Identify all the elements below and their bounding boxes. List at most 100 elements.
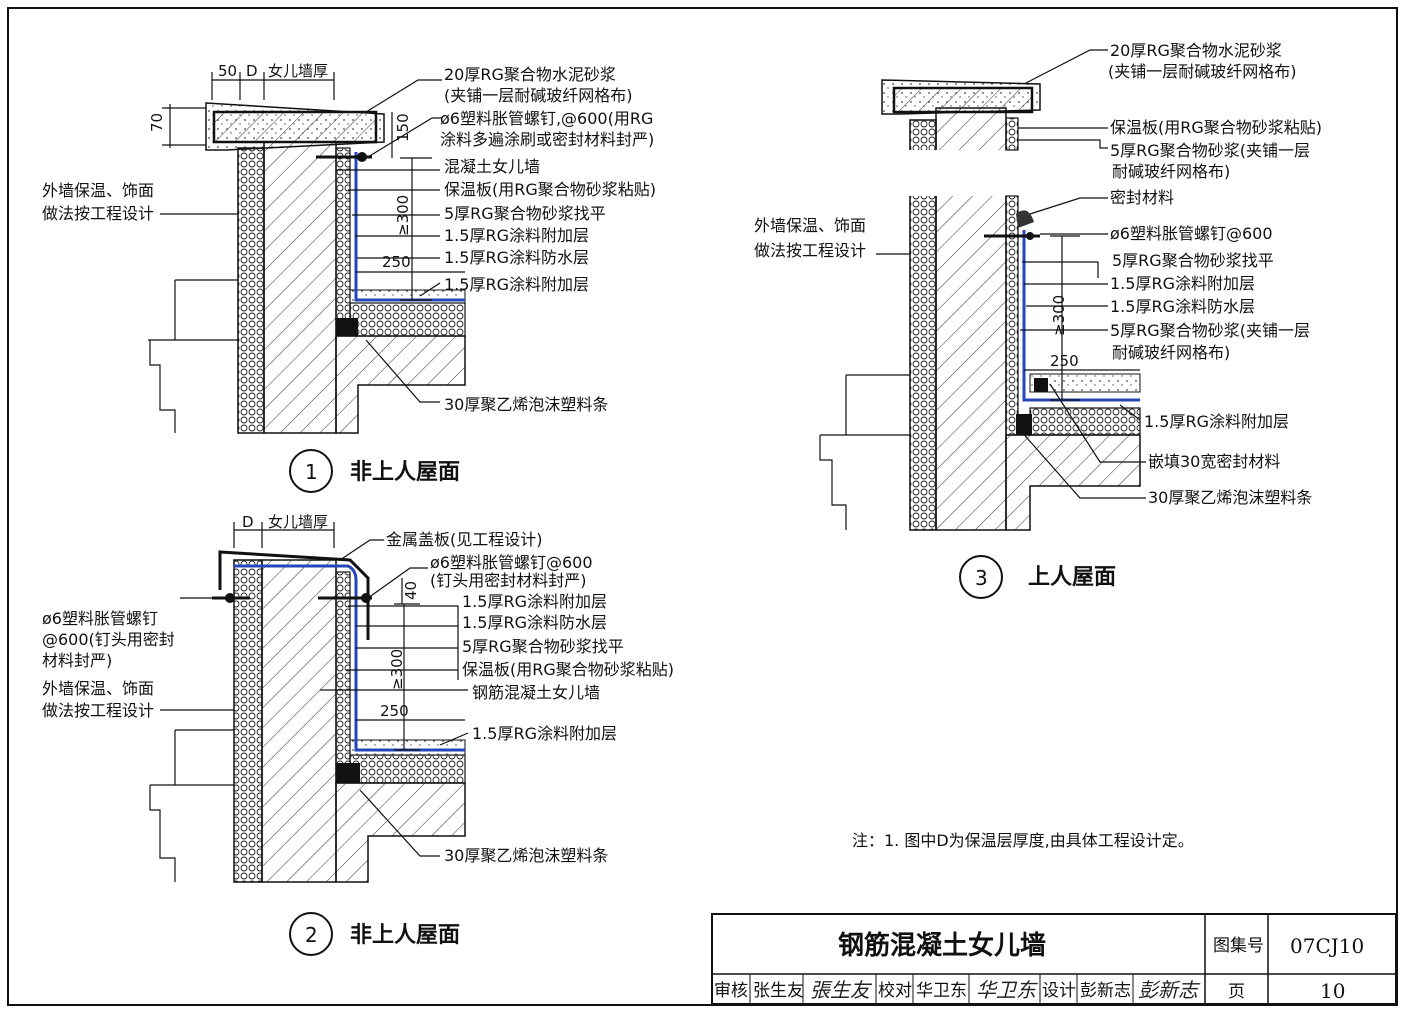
dim-40: 40: [402, 581, 420, 600]
check-label: 校对: [878, 981, 912, 1001]
caption-number-3: 3: [975, 566, 988, 590]
roof-slab: [335, 335, 466, 434]
label-insulation-board: 保温板(用RG聚合物砂浆粘贴): [1110, 118, 1322, 137]
review-label: 审核: [714, 981, 748, 1001]
label-screed-5: 5厚RG聚合物砂浆找平: [462, 637, 624, 656]
dim-D: D: [242, 513, 254, 531]
label-exterior-1: 外墙保温、饰面: [42, 679, 154, 698]
label-mortar-20: 20厚RG聚合物水泥砂浆: [444, 65, 616, 84]
label-screw: ø6塑料胀管螺钉,@600(用RG: [440, 109, 653, 128]
roof-insulation: [349, 754, 466, 784]
insulation-strip: [233, 559, 263, 883]
detail-3: ≥300 250 20厚RG聚合物水泥砂浆 (夹铺一层耐碱玻纤网格布) 保温板(…: [754, 41, 1322, 599]
caption-number-2: 2: [305, 923, 318, 947]
sealant-joint: [1034, 378, 1048, 392]
parapet-wall: [263, 141, 337, 434]
inner-insulation: [335, 571, 351, 784]
label-foam-strip: 30厚聚乙烯泡沫塑料条: [444, 395, 608, 414]
label-screed-5: 5厚RG聚合物砂浆找平: [1112, 251, 1274, 270]
dim-70: 70: [148, 113, 166, 132]
label-waterproof-layer: 1.5厚RG涂料防水层: [462, 613, 607, 632]
label-parapet: 钢筋混凝土女儿墙: [472, 683, 600, 702]
label-mortar-5-mesh-2: 耐碱玻纤网格布): [1112, 162, 1230, 181]
label-insulation-board: 保温板(用RG聚合物砂浆粘贴): [444, 180, 656, 199]
check-name: 华卫东: [916, 981, 967, 1001]
label-waterproof-layer: 1.5厚RG涂料防水层: [1110, 297, 1255, 316]
leaders-d1: [160, 79, 442, 403]
dims-d1: 50 D 女儿墙厚 70 150 ≥300 250: [148, 62, 465, 301]
parapet-wall: [261, 559, 337, 883]
roof-slab: [335, 782, 466, 883]
label-mesh: (夹铺一层耐碱玻纤网格布): [1108, 62, 1297, 81]
detail-2: D 女儿墙厚 40 ≥300 250 金属盖板(见工程设计) ø6塑料胀管螺钉: [42, 513, 674, 956]
label-mortar-5-mesh: 5厚RG聚合物砂浆(夹铺一层: [1110, 141, 1310, 160]
atlas-label: 图集号: [1213, 936, 1264, 956]
sealant-dot: [357, 152, 367, 162]
label-additional-layer: 1.5厚RG涂料附加层: [462, 592, 607, 611]
label-left-screw: ø6塑料胀管螺钉: [42, 609, 158, 628]
review-name: 张生友: [753, 981, 804, 1001]
dim-300: ≥300: [1050, 295, 1068, 336]
page-number: 10: [1320, 979, 1345, 1003]
label-mortar-20: 20厚RG聚合物水泥砂浆: [1110, 41, 1282, 60]
waterproof-membrane: [1022, 230, 1140, 402]
label-left-screw-3: 材料封严): [42, 651, 112, 670]
atlas-number: 07CJ10: [1290, 934, 1364, 958]
detail-1: 50 D 女儿墙厚 70 150 ≥300 250: [42, 62, 656, 493]
label-screed-5: 5厚RG聚合物砂浆找平: [444, 204, 606, 223]
label-parapet: 混凝土女儿墙: [444, 157, 540, 176]
label-additional-layer: 1.5厚RG涂料附加层: [1110, 274, 1255, 293]
window-sill-outline: [148, 279, 238, 433]
check-signature: 华卫东: [976, 978, 1038, 1002]
page-label: 页: [1228, 982, 1245, 1002]
foam-strip: [1016, 414, 1032, 435]
dim-300: ≥300: [388, 649, 406, 690]
label-mortar-5-mesh-b: 5厚RG聚合物砂浆(夹铺一层: [1110, 321, 1310, 340]
roof-insulation: [349, 302, 466, 337]
coping-concrete: [212, 110, 378, 144]
label-additional-layer-2: 1.5厚RG涂料附加层: [472, 724, 617, 743]
label-screw: ø6塑料胀管螺钉@600: [1110, 224, 1273, 243]
label-sealant-30: 嵌填30宽密封材料: [1148, 452, 1280, 471]
review-signature: 張生友: [810, 978, 873, 1002]
foam-strip: [336, 318, 358, 336]
dim-250: 250: [1050, 352, 1079, 370]
label-additional-layer-2: 1.5厚RG涂料附加层: [444, 275, 589, 294]
label-foam-strip: 30厚聚乙烯泡沫塑料条: [444, 846, 608, 865]
label-exterior-2: 做法按工程设计: [42, 204, 154, 223]
label-exterior-2: 做法按工程设计: [42, 701, 154, 720]
label-additional-layer-2: 1.5厚RG涂料附加层: [1144, 412, 1289, 431]
sealant-dot: [361, 593, 371, 603]
dims-d2: D 女儿墙厚 40 ≥300 250: [233, 513, 465, 751]
caption-number-1: 1: [305, 460, 318, 484]
inner-insulation-top: [1005, 117, 1019, 151]
dims-d3: ≥300 250: [1024, 235, 1140, 401]
label-exterior-1: 外墙保温、饰面: [754, 216, 866, 235]
label-screw-seal: 涂料多遍涂刷或密封材料封严): [440, 130, 654, 149]
roof-slab: [1005, 434, 1141, 531]
label-waterproof-layer: 1.5厚RG涂料防水层: [444, 248, 589, 267]
drawing-note: 注：1. 图中D为保温层厚度,由具体工程设计定。: [852, 831, 1194, 850]
caption-circle-2: [289, 912, 333, 956]
title-block: 钢筋混凝土女儿墙 图集号 07CJ10 页 10 审核 张生友 張生友 校对 华…: [711, 913, 1397, 1005]
drawing-title: 钢筋混凝土女儿墙: [838, 930, 1046, 961]
design-label: 设计: [1042, 981, 1076, 1001]
label-screw-seal: (钉头用密封材料封严): [430, 571, 587, 590]
label-insulation-board: 保温板(用RG聚合物砂浆粘贴): [462, 660, 674, 679]
label-sealant: 密封材料: [1110, 188, 1174, 207]
dim-wall-thickness: 女儿墙厚: [268, 513, 328, 531]
design-signature: 彭新志: [1138, 978, 1201, 1002]
window-sill-outline: [149, 729, 234, 882]
caption-title-1: 非上人屋面: [350, 460, 460, 485]
inner-insulation: [1005, 195, 1019, 436]
waterproof-membrane: [234, 564, 465, 752]
roof-insulation: [1029, 407, 1141, 436]
caption-circle-3: [959, 555, 1003, 599]
leaders-d3: [876, 49, 1146, 499]
caption-title-2: 非上人屋面: [350, 923, 460, 948]
sealant-dot: [1026, 232, 1034, 240]
dim-250: 250: [380, 702, 409, 720]
sheet-border: [7, 7, 1398, 1006]
window-sill-outline: [819, 374, 910, 530]
